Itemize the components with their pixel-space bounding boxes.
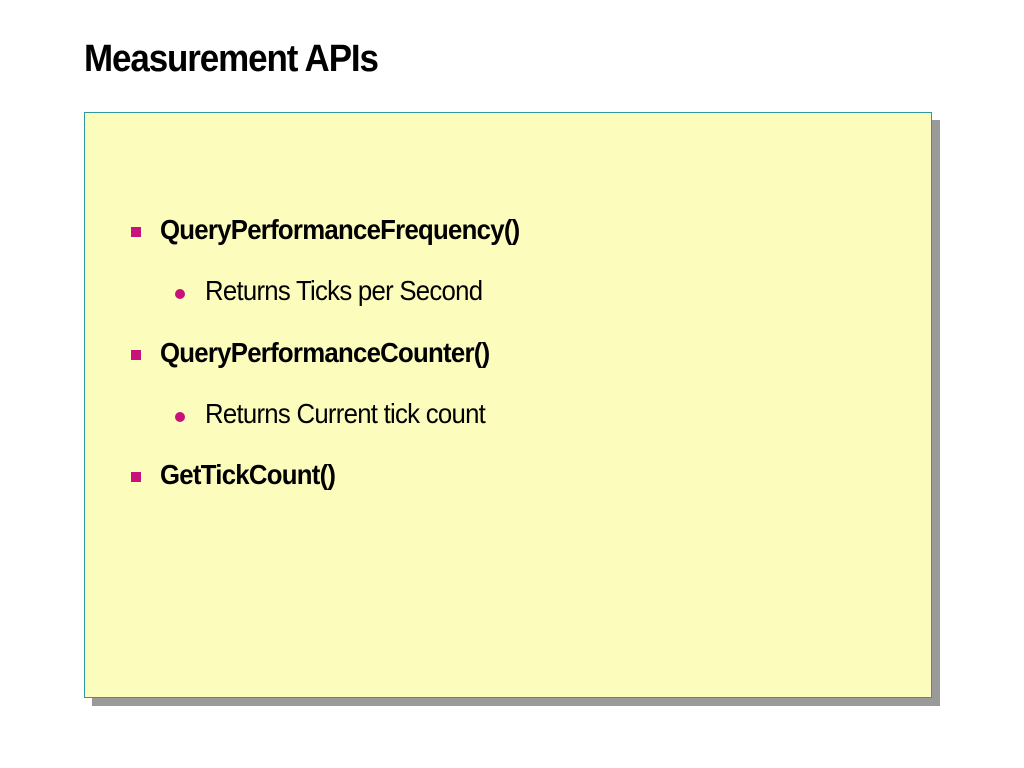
square-bullet-icon [131, 227, 141, 237]
bullet-text: GetTickCount() [160, 459, 336, 490]
sub-bullet-ticks-per-second: Returns Ticks per Second [175, 275, 506, 307]
bullet-get-tick-count: GetTickCount() [131, 459, 351, 491]
sub-bullet-current-tick-count: Returns Current tick count [175, 398, 509, 430]
square-bullet-icon [131, 472, 141, 482]
bullet-list: QueryPerformanceFrequency() Returns Tick… [85, 113, 931, 697]
round-bullet-icon [175, 412, 185, 422]
content-panel: QueryPerformanceFrequency() Returns Tick… [84, 112, 932, 698]
slide-title: Measurement APIs [84, 38, 379, 80]
sub-bullet-text: Returns Ticks per Second [205, 275, 483, 306]
bullet-query-performance-counter: QueryPerformanceCounter() [131, 337, 518, 369]
bullet-text: QueryPerformanceFrequency() [160, 214, 520, 245]
bullet-text: QueryPerformanceCounter() [160, 337, 490, 368]
bullet-query-performance-frequency: QueryPerformanceFrequency() [131, 214, 551, 246]
sub-bullet-text: Returns Current tick count [205, 398, 486, 429]
square-bullet-icon [131, 350, 141, 360]
round-bullet-icon [175, 289, 185, 299]
